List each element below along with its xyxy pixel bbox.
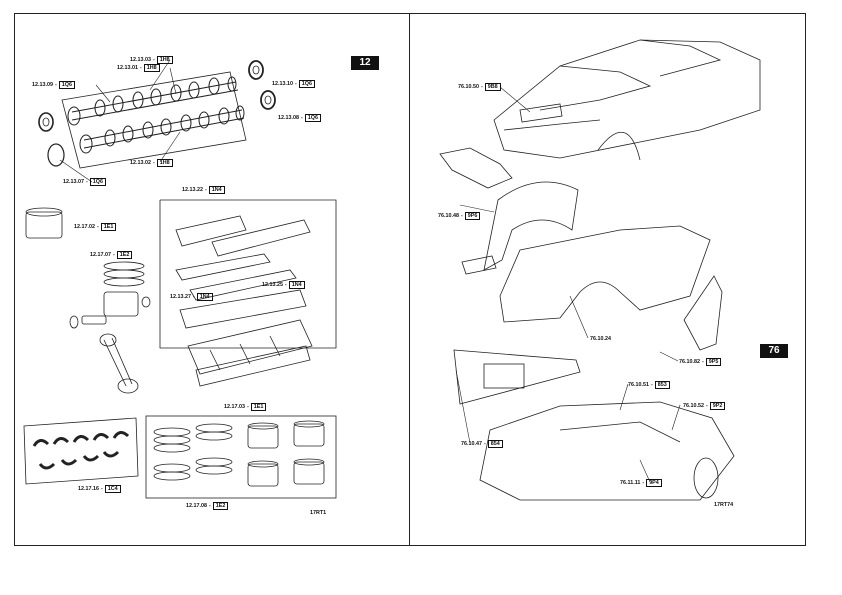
- callout-76-10-50: 76.10.50-9B8: [458, 83, 501, 91]
- callout-code: 1E1: [100, 223, 117, 231]
- callout-number: 12.13.22: [182, 187, 203, 193]
- callout-code: 1H8: [156, 56, 173, 64]
- callout-code: 1H8: [143, 64, 160, 72]
- callout-code: 1E2: [116, 251, 133, 259]
- callout-number: 76.10.82: [679, 359, 700, 365]
- catalogue-sheet: [14, 13, 806, 546]
- figure-ref-left: 17RT1: [310, 510, 327, 516]
- inner-wing-panel: [439, 147, 513, 189]
- camshaft-group: [38, 60, 276, 169]
- callout-76-10-52: 76.10.52-9P2: [683, 402, 726, 410]
- callout-number: 12.13.03: [130, 57, 151, 63]
- callout-number: 76.11.11: [620, 480, 641, 486]
- callout-number: 12.13.25: [262, 282, 283, 288]
- callout-code: 854: [487, 440, 503, 448]
- callout-12-13-22: 12.13.22-1N4: [182, 186, 225, 194]
- callout-number: 76.10.24: [590, 336, 611, 342]
- callout-12-17-16: 12.17.16-1C4: [78, 485, 121, 493]
- callout-code: 1E1: [250, 403, 267, 411]
- callout-code: 1Q6: [58, 81, 75, 89]
- callout-code: 9P2: [709, 402, 726, 410]
- callout-12-13-27: 12.13.27-1N4: [170, 293, 213, 301]
- leader-lines: [59, 59, 681, 483]
- callout-number: 76.10.52: [683, 403, 704, 409]
- page-divider: [409, 13, 410, 546]
- callout-code: 1N4: [196, 293, 213, 301]
- car-front-view: [493, 39, 761, 161]
- callout-12-17-03: 12.17.03-1E1: [224, 403, 267, 411]
- callout-12-13-08: 12.13.08-1Q6: [278, 114, 321, 122]
- callout-12-17-07: 12.17.07-1E2: [90, 251, 133, 259]
- sun-visor: [453, 349, 581, 405]
- callout-code: 1Q6: [89, 178, 106, 186]
- callout-76-10-51: 76.10.51-853: [628, 381, 670, 389]
- callout-number: 76.10.48: [438, 213, 459, 219]
- callout-number: 12.13.07: [63, 179, 84, 185]
- callout-number: 76.10.50: [458, 84, 479, 90]
- callout-number: 12.13.09: [32, 82, 53, 88]
- callout-code: 853: [654, 381, 670, 389]
- wheel-arch-liner: [461, 181, 579, 275]
- callout-12-17-08: 12.17.08-1E2: [186, 502, 229, 510]
- figure-ref-right: 17RT74: [714, 502, 734, 508]
- callout-code: 9B8: [484, 83, 501, 91]
- callout-12-13-03: 12.13.03-1H8: [130, 56, 173, 64]
- callout-code: 9P4: [646, 479, 662, 487]
- callout-number: 12.13.08: [278, 115, 299, 121]
- callout-12-13-07: 12.13.07-1Q6: [63, 178, 106, 186]
- callout-code: 1N4: [288, 281, 305, 289]
- callout-number: 76.10.51: [628, 382, 649, 388]
- callout-number: 12.17.02: [74, 224, 95, 230]
- callout-76-10-82: 76.10.82-9P5: [679, 358, 722, 366]
- bearing-shells-group: [23, 417, 139, 485]
- callout-number: 12.13.10: [272, 81, 293, 87]
- callout-12-13-02: 12.13.02-1H8: [130, 159, 173, 167]
- front-wing: [499, 225, 711, 323]
- callout-76-10-47: 76.10.47-854: [461, 440, 503, 448]
- callout-number: 12.17.08: [186, 503, 207, 509]
- car-rear-view: [479, 401, 735, 501]
- callout-12-13-09: 12.13.09-1Q6: [32, 81, 75, 89]
- callout-76-10-24: 76.10.24: [590, 336, 611, 343]
- callout-number: 12.13.01: [117, 65, 138, 71]
- page-badge-left: 12: [351, 56, 379, 70]
- mud-flap: [683, 275, 723, 351]
- callout-number: 12.13.02: [130, 160, 151, 166]
- callout-12-17-02: 12.17.02-1E1: [74, 223, 117, 231]
- callout-76-10-48: 76.10.48-9P6: [438, 212, 481, 220]
- cylinder-head-group: [159, 199, 337, 387]
- callout-code: 1E2: [212, 502, 229, 510]
- callout-code: 1N4: [208, 186, 225, 194]
- callout-number: 76.10.47: [461, 441, 482, 447]
- callout-12-13-10: 12.13.10-1Q6: [272, 80, 315, 88]
- callout-code: 9P6: [464, 212, 481, 220]
- callout-code: 9P5: [705, 358, 722, 366]
- callout-number: 12.13.27: [170, 294, 191, 300]
- callout-code: 1H8: [156, 159, 173, 167]
- callout-code: 1C4: [104, 485, 121, 493]
- callout-number: 12.17.16: [78, 486, 99, 492]
- callout-76-11-11: 76.11.11-9P4: [620, 479, 662, 487]
- page-badge-right: 76: [760, 344, 788, 358]
- callout-12-13-25: 12.13.25-1N4: [262, 281, 305, 289]
- callout-12-13-01: 12.13.01-1H8: [117, 64, 160, 72]
- callout-number: 12.17.03: [224, 404, 245, 410]
- rings-pistons-group: [145, 415, 337, 499]
- piston-rod-group: [25, 207, 151, 394]
- callout-number: 12.17.07: [90, 252, 111, 258]
- callout-code: 1Q6: [298, 80, 315, 88]
- callout-code: 1Q6: [304, 114, 321, 122]
